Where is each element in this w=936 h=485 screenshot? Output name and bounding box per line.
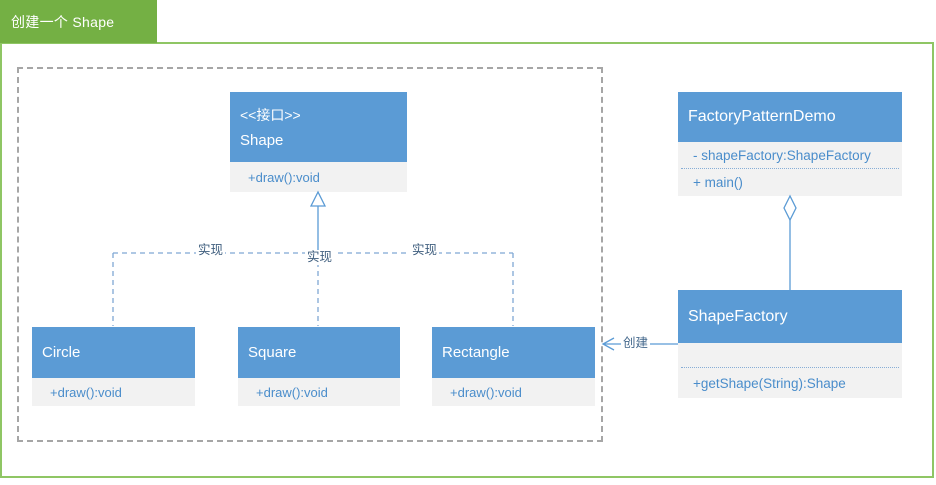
class-box-rectangle[interactable]: Rectangle +draw():void	[432, 327, 595, 406]
diagram-title-tab[interactable]: 创建一个 Shape	[0, 0, 157, 43]
class-body-shape: +draw():void	[230, 162, 407, 192]
class-method-circle: +draw():void	[50, 384, 122, 400]
class-method-factory-pattern-demo: + main()	[693, 175, 743, 190]
class-box-square[interactable]: Square +draw():void	[238, 327, 400, 406]
class-method-shape: +draw():void	[248, 169, 320, 185]
edge-label-realization-square: 实现	[305, 250, 335, 265]
member-divider	[681, 367, 899, 368]
class-box-shape-factory[interactable]: ShapeFactory +getShape(String):Shape	[678, 290, 902, 398]
shapes-group-container[interactable]	[17, 67, 603, 442]
class-body-square: +draw():void	[238, 378, 400, 406]
class-header-rectangle: Rectangle	[432, 327, 595, 378]
class-body-shape-factory: +getShape(String):Shape	[678, 343, 902, 398]
class-box-circle[interactable]: Circle +draw():void	[32, 327, 195, 406]
class-attribute-factory-pattern-demo: - shapeFactory:ShapeFactory	[693, 147, 871, 163]
edge-label-realization-circle: 实现	[196, 243, 226, 258]
diagram-title: 创建一个 Shape	[11, 13, 115, 30]
class-box-shape[interactable]: <<接口>> Shape +draw():void	[230, 92, 407, 192]
edge-label-realization-rectangle: 实现	[410, 243, 440, 258]
member-divider	[681, 168, 899, 169]
edge-label-create: 创建	[621, 336, 651, 351]
class-stereotype-shape: <<接口>>	[240, 107, 301, 123]
class-name-rectangle: Rectangle	[442, 344, 510, 361]
class-method-rectangle: +draw():void	[450, 384, 522, 400]
class-name-circle: Circle	[42, 344, 81, 361]
class-body-circle: +draw():void	[32, 378, 195, 406]
class-method-square: +draw():void	[256, 384, 328, 400]
class-header-shape: <<接口>> Shape	[230, 92, 407, 162]
class-name-factory-pattern-demo: FactoryPatternDemo	[688, 108, 836, 125]
class-box-factory-pattern-demo[interactable]: FactoryPatternDemo - shapeFactory:ShapeF…	[678, 92, 902, 196]
class-header-shape-factory: ShapeFactory	[678, 290, 902, 343]
class-body-factory-pattern-demo: - shapeFactory:ShapeFactory + main()	[678, 142, 902, 196]
class-header-circle: Circle	[32, 327, 195, 378]
class-attribute-empty-shape-factory	[678, 343, 902, 367]
class-header-square: Square	[238, 327, 400, 378]
class-name-shape: Shape	[240, 132, 284, 149]
class-method-shape-factory: +getShape(String):Shape	[693, 375, 846, 391]
class-body-rectangle: +draw():void	[432, 378, 595, 406]
class-header-factory-pattern-demo: FactoryPatternDemo	[678, 92, 902, 142]
class-name-square: Square	[248, 344, 297, 361]
class-name-shape-factory: ShapeFactory	[688, 307, 788, 325]
